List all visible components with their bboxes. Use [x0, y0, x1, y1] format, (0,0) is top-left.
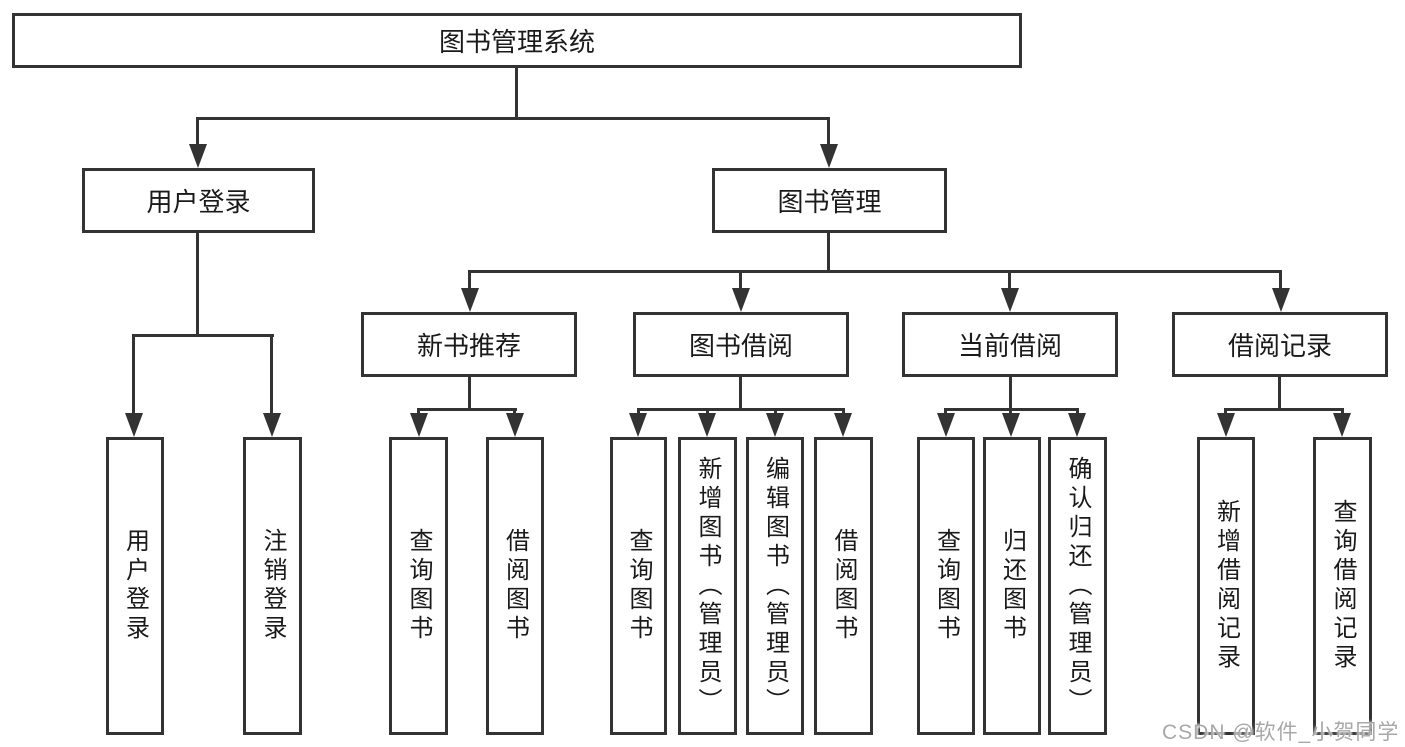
leaf-bb-edit-book-label: 编辑图书（管理员）	[761, 455, 789, 717]
connector-bb-leaf1-stub	[637, 408, 640, 416]
connector-nbr-hline	[417, 408, 517, 411]
leaf-nb-borrow-book-label: 借阅图书	[501, 528, 529, 644]
node-root: 图书管理系统	[12, 13, 1022, 68]
connector-br-leaf1-stub	[1224, 408, 1227, 416]
node-current-borrow-label: 当前借阅	[957, 331, 1062, 361]
arrowhead-to-leaf-logout	[263, 413, 281, 437]
node-borrow-record: 借阅记录	[1172, 312, 1388, 377]
leaf-br-query-record: 查询借阅记录	[1313, 437, 1372, 735]
arrowhead-to-cb-query	[937, 413, 955, 437]
arrowhead-to-cb-return	[1002, 413, 1020, 437]
arrowhead-to-bb-edit	[766, 413, 784, 437]
leaf-cb-query-book-label: 查询图书	[932, 528, 960, 644]
leaf-bb-add-book-label: 新增图书（管理员）	[694, 455, 721, 717]
node-book-borrow: 图书借阅	[633, 312, 849, 377]
leaf-bb-edit-book: 编辑图书（管理员）	[746, 437, 804, 735]
arrowhead-to-leaf-user-login	[125, 413, 143, 437]
leaf-bb-borrow-book-label: 借阅图书	[830, 528, 857, 644]
arrowhead-to-book-mgmt	[820, 144, 838, 168]
connector-bb-leaf2-stub	[706, 408, 709, 416]
node-book-borrow-label: 图书借阅	[688, 331, 793, 361]
connector-cb-vline	[1009, 377, 1012, 411]
connector-userlogin-stub	[196, 117, 199, 148]
connector-cb-leaf2-stub	[1009, 408, 1012, 416]
connector-ul-leaf2-stub	[270, 334, 273, 414]
connector-ul-leaf1-stub	[132, 334, 135, 414]
connector-cb-leaf3-stub	[1076, 408, 1079, 416]
leaf-cb-confirm-return-label: 确认归还（管理员）	[1064, 455, 1091, 717]
leaf-logout-label: 注销登录	[259, 528, 286, 644]
leaf-bb-borrow-book: 借阅图书	[814, 437, 873, 735]
arrowhead-to-nb-borrow	[506, 413, 524, 437]
node-new-book-recommend: 新书推荐	[361, 312, 577, 377]
leaf-br-query-record-label: 查询借阅记录	[1329, 499, 1356, 673]
node-root-label: 图书管理系统	[438, 27, 595, 57]
connector-br-stub	[1279, 270, 1282, 290]
csdn-watermark: CSDN @软件_小贺同学	[1162, 721, 1400, 744]
leaf-cb-confirm-return: 确认归还（管理员）	[1048, 437, 1107, 735]
node-user-login-label: 用户登录	[146, 187, 251, 217]
connector-nbr-leaf1-stub	[417, 408, 420, 416]
connector-cb-stub	[1008, 270, 1011, 290]
connector-bookmgmt-stub	[827, 117, 830, 148]
leaf-br-add-record: 新增借阅记录	[1197, 437, 1255, 735]
leaf-logout: 注销登录	[243, 437, 302, 735]
arrowhead-to-br-add	[1217, 413, 1235, 437]
connector-bm-hline	[468, 270, 1282, 273]
connector-ul-hline	[132, 334, 274, 337]
leaf-nb-borrow-book: 借阅图书	[486, 437, 544, 735]
connector-br-hline	[1224, 408, 1344, 411]
arrowhead-to-bb-query	[629, 413, 647, 437]
connector-bb-leaf4-stub	[842, 408, 845, 416]
connector-cb-leaf1-stub	[944, 408, 947, 416]
connector-bb-hline	[637, 408, 845, 411]
node-user-login: 用户登录	[82, 168, 315, 233]
arrowhead-to-new-book-rec	[461, 288, 479, 312]
arrowhead-to-bb-add	[698, 413, 716, 437]
connector-bm-vline	[827, 233, 830, 273]
node-book-management: 图书管理	[712, 168, 947, 233]
node-current-borrow: 当前借阅	[902, 312, 1118, 377]
arrowhead-to-nb-query	[410, 413, 428, 437]
connector-bb-leaf3-stub	[774, 408, 777, 416]
leaf-bb-query-book-label: 查询图书	[625, 528, 652, 644]
leaf-br-add-record-label: 新增借阅记录	[1212, 499, 1240, 673]
leaf-nb-query-book: 查询图书	[389, 437, 448, 735]
arrowhead-to-br-query	[1333, 413, 1351, 437]
connector-root-vline	[515, 68, 518, 120]
connector-nbr-vline	[468, 377, 471, 411]
connector-br-vline	[1278, 377, 1281, 411]
node-new-book-recommend-label: 新书推荐	[416, 331, 521, 361]
leaf-bb-query-book: 查询图书	[610, 437, 667, 735]
arrowhead-to-bb-borrow	[834, 413, 852, 437]
leaf-nb-query-book-label: 查询图书	[405, 528, 432, 644]
arrowhead-to-borrow-record	[1272, 288, 1290, 312]
arrowhead-to-current-borrow	[1001, 288, 1019, 312]
connector-bb-vline	[739, 377, 742, 411]
node-book-management-label: 图书管理	[777, 187, 882, 217]
connector-br-leaf2-stub	[1341, 408, 1344, 416]
leaf-cb-return-book: 归还图书	[983, 437, 1041, 735]
leaf-user-login-label: 用户登录	[121, 528, 149, 644]
connector-root-hline	[196, 117, 830, 120]
leaf-cb-return-book-label: 归还图书	[998, 528, 1026, 644]
connector-ul-vline	[196, 233, 199, 337]
arrowhead-to-user-login	[189, 144, 207, 168]
leaf-cb-query-book: 查询图书	[917, 437, 975, 735]
connector-bb-stub	[739, 270, 742, 290]
node-borrow-record-label: 借阅记录	[1227, 331, 1332, 361]
arrowhead-to-cb-confirm	[1068, 413, 1086, 437]
leaf-user-login: 用户登录	[106, 437, 164, 735]
connector-nbr-stub	[468, 270, 471, 290]
arrowhead-to-book-borrow	[732, 288, 750, 312]
leaf-bb-add-book: 新增图书（管理员）	[678, 437, 737, 735]
connector-nbr-leaf2-stub	[513, 408, 516, 416]
